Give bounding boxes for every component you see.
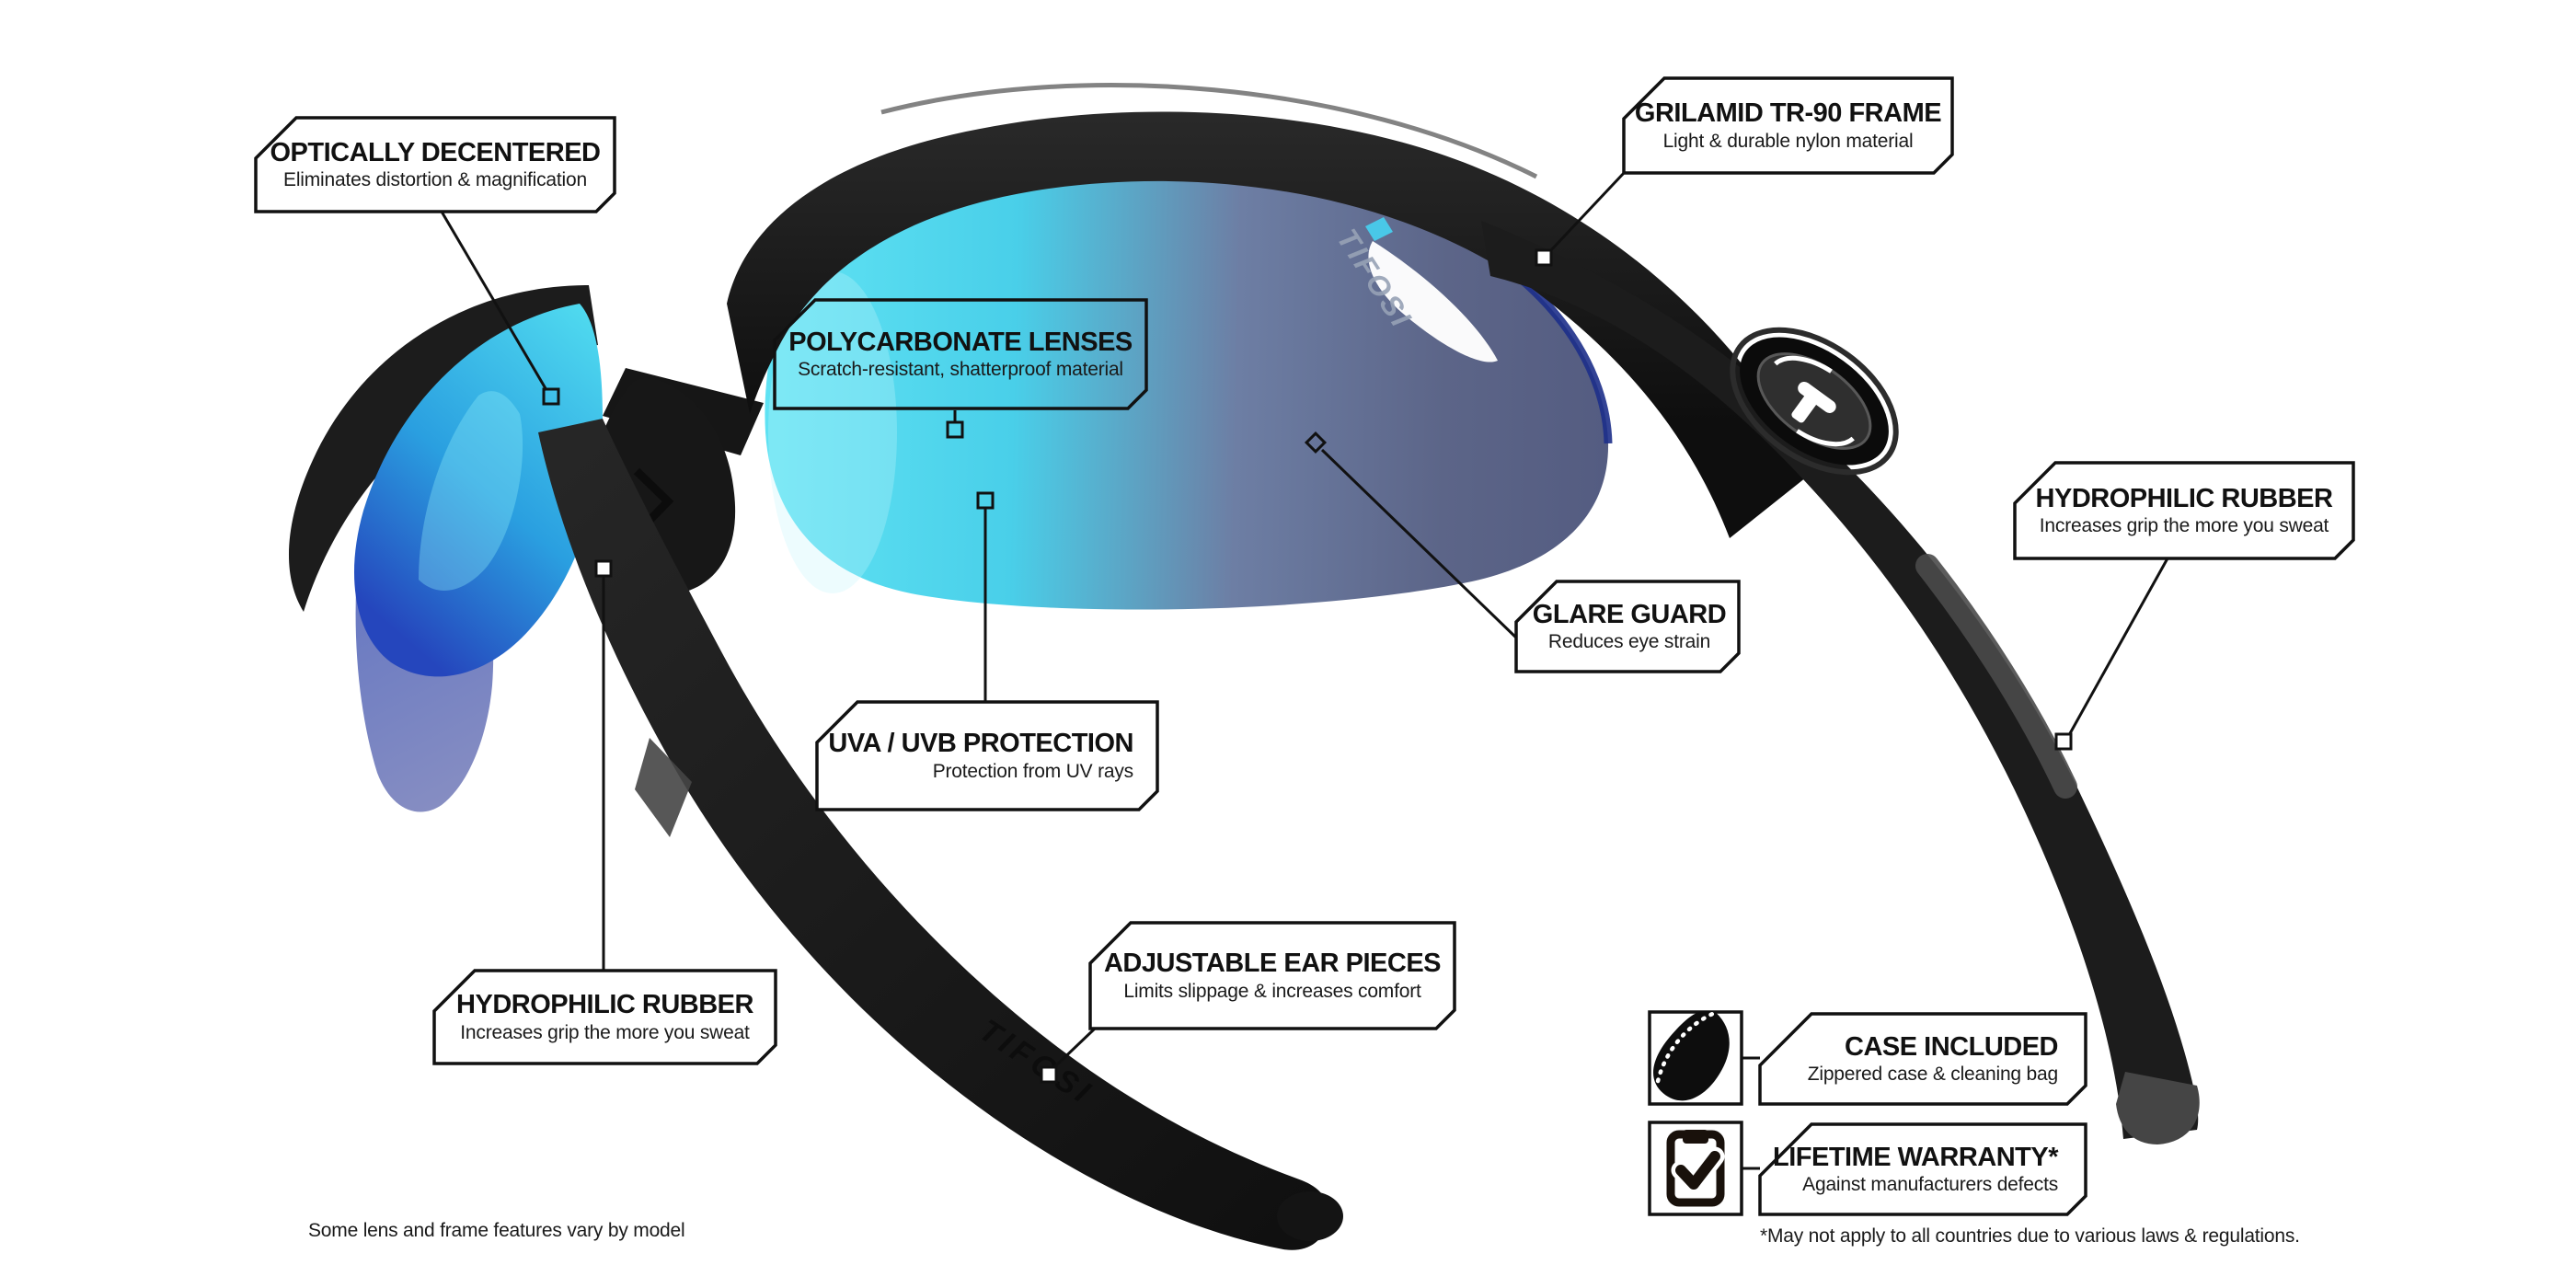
right-temple-arm: [1481, 221, 2199, 1139]
callout-glare-guard: GLARE GUARD Reduces eye strain: [1530, 587, 1729, 666]
callout-grilamid: GRILAMID TR-90 FRAME Light & durable nyl…: [1633, 84, 1943, 167]
sunglasses: TIFOSI TIFOSI: [288, 83, 2200, 1250]
callout-adjustable-ear: ADJUSTABLE EAR PIECES Limits slippage & …: [1099, 930, 1445, 1021]
box-lifetime-warranty: [1758, 1122, 2087, 1216]
box-hydrophilic-right: [2013, 461, 2355, 560]
callout-subtitle: Protection from UV rays: [932, 760, 1134, 782]
callout-subtitle: Zippered case & cleaning bag: [1807, 1064, 2058, 1086]
box-uva-uvb: [815, 700, 1159, 811]
callout-title: HYDROPHILIC RUBBER: [456, 990, 753, 1020]
frame-brow: [727, 111, 1811, 539]
box-adjustable-ear: [1088, 921, 1456, 1030]
lens-glint: [1368, 241, 1498, 362]
clipboard-check-icon: [1666, 1130, 1725, 1207]
temple-logo-badge: [1730, 327, 1899, 476]
marker-polycarbonate: [946, 420, 964, 439]
callout-title: POLYCARBONATE LENSES: [788, 327, 1133, 357]
callout-hydrophilic-right: HYDROPHILIC RUBBER Increases grip the mo…: [2024, 468, 2344, 553]
lens-glint-cyan: [1365, 217, 1393, 241]
footnote-right: *May not apply to all countries due to v…: [1760, 1225, 2300, 1247]
callout-subtitle: Increases grip the more you sweat: [460, 1021, 750, 1043]
callout-hydrophilic-left: HYDROPHILIC RUBBER Increases grip the mo…: [443, 976, 766, 1058]
left-lens: [354, 304, 603, 677]
box-optically-decentered: [254, 116, 616, 213]
marker-optically-decentered: [542, 387, 560, 406]
callout-polycarbonate: POLYCARBONATE LENSES Scratch-resistant, …: [784, 307, 1137, 401]
callout-subtitle: Against manufacturers defects: [1802, 1174, 2058, 1196]
marker-hydrophilic-left: [594, 559, 613, 578]
box-hydrophilic-left: [432, 969, 777, 1065]
box-case-included: [1758, 1012, 2087, 1106]
callout-title: GLARE GUARD: [1532, 599, 1727, 629]
callout-subtitle: Increases grip the more you sweat: [2039, 515, 2329, 537]
leader-adjustable-ear: [1052, 1027, 1097, 1070]
marker-uva-uvb: [976, 491, 995, 510]
callout-title: HYDROPHILIC RUBBER: [2035, 483, 2333, 513]
case-icon: [1653, 1010, 1730, 1101]
callout-title: ADJUSTABLE EAR PIECES: [1103, 949, 1442, 979]
callout-title: CASE INCLUDED: [1845, 1031, 2058, 1062]
callout-uva-uvb: UVA / UVB PROTECTION Protection from UV …: [826, 709, 1146, 802]
footnote-left: Some lens and frame features vary by mod…: [308, 1220, 685, 1241]
marker-adjustable-ear: [1040, 1065, 1058, 1084]
leader-hydrophilic-right: [2067, 558, 2169, 736]
left-temple-tip: [1277, 1191, 1343, 1241]
callout-title: UVA / UVB PROTECTION: [828, 729, 1133, 759]
leader-grilamid: [1548, 170, 1627, 253]
box-grilamid: [1622, 76, 1954, 175]
box-glare-guard: [1514, 580, 1741, 673]
left-temple-accent: [635, 738, 692, 837]
callout-title: LIFETIME WARRANTY*: [1773, 1142, 2059, 1172]
callout-case-included: CASE INCLUDED Zippered case & cleaning b…: [1767, 1019, 2071, 1098]
marker-hydrophilic-right: [2054, 732, 2073, 751]
callout-title: GRILAMID TR-90 FRAME: [1634, 98, 1942, 129]
callout-subtitle: Eliminates distortion & magnification: [283, 169, 587, 191]
callout-subtitle: Reduces eye strain: [1547, 631, 1711, 653]
callout-subtitle: Limits slippage & increases comfort: [1123, 980, 1421, 1002]
right-temple-tip: [2116, 1072, 2200, 1144]
callout-title: OPTICALLY DECENTERED: [270, 137, 602, 167]
callout-optically-decentered: OPTICALLY DECENTERED Eliminates distorti…: [265, 123, 605, 206]
marker-glare-guard: [1304, 431, 1328, 454]
left-temple-arm: [538, 419, 1329, 1250]
callout-subtitle: Scratch-resistant, shatterproof material: [798, 359, 1123, 381]
frame-brow-highlight: [880, 83, 1538, 179]
callout-boxes: [254, 76, 2355, 1216]
leader-glare-guard: [1320, 448, 1520, 641]
marker-grilamid: [1535, 248, 1553, 267]
point-markers: [542, 248, 2073, 1084]
callout-lifetime-warranty: LIFETIME WARRANTY* Against manufacturers…: [1767, 1130, 2071, 1209]
left-lens-highlight: [419, 391, 523, 591]
callout-subtitle: Light & durable nylon material: [1662, 130, 1914, 152]
main-lens-highlight: [768, 271, 897, 593]
box-polycarbonate: [773, 298, 1148, 410]
leader-optically-decentered: [440, 211, 548, 391]
right-temple-accent: [1915, 554, 2077, 799]
leader-lines: [440, 170, 2169, 1170]
